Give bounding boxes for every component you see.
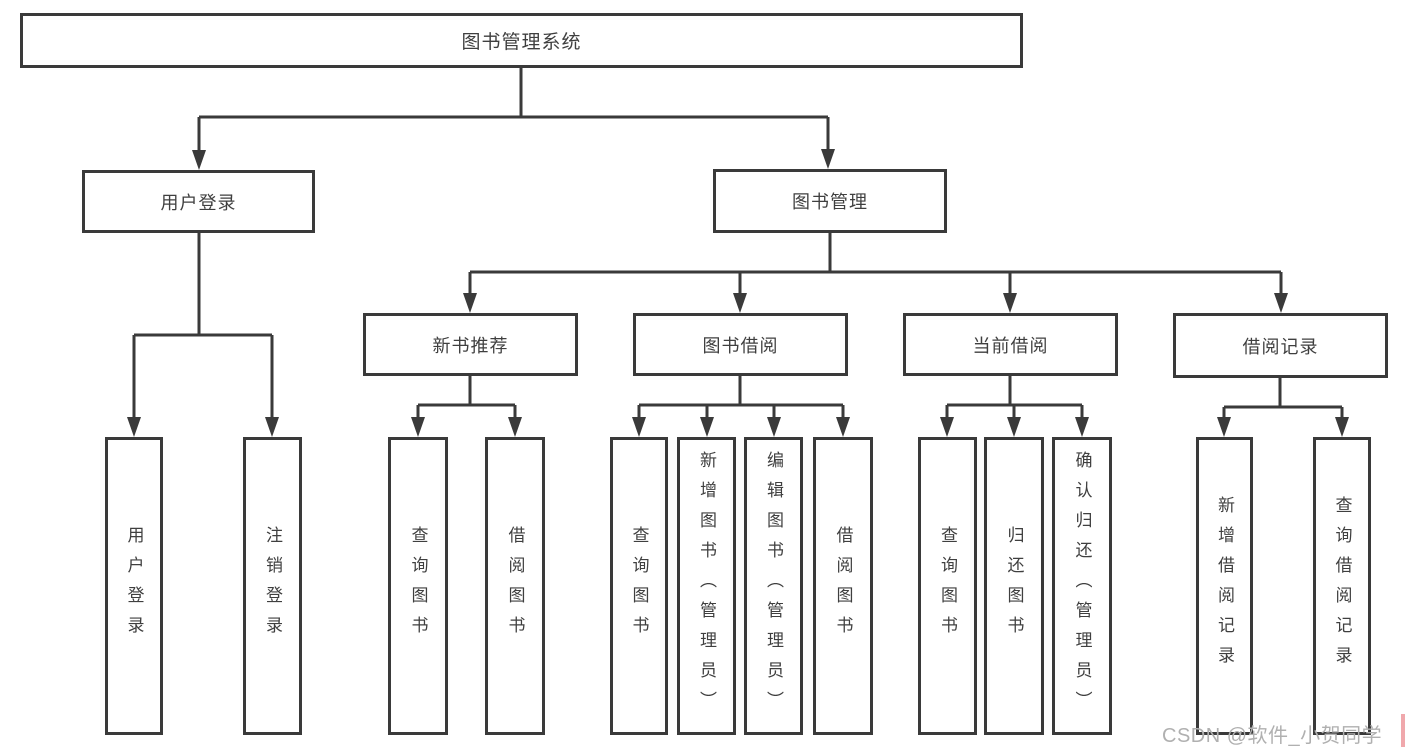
- leaf-add-borrow-record-box: 新增借阅记录: [1196, 437, 1253, 735]
- leaf-query-book-label-3: 查询图书: [938, 526, 957, 646]
- leaf-add-book-admin-label: 新增图书（管理员）: [697, 451, 716, 721]
- borrow-record-label: 借阅记录: [1242, 336, 1319, 357]
- leaf-logout-label: 注销登录: [263, 526, 282, 646]
- leaf-add-borrow-record-label: 新增借阅记录: [1215, 496, 1234, 676]
- leaf-borrow-book-label-2: 借阅图书: [833, 526, 853, 646]
- leaf-add-book-admin-box: 新增图书（管理员）: [677, 437, 736, 735]
- book-management-label: 图书管理: [792, 192, 868, 212]
- leaf-borrow-book-box-1: 借阅图书: [485, 437, 545, 735]
- leaf-user-login-box: 用户登录: [105, 437, 163, 735]
- system-root-box: 图书管理系统: [20, 13, 1023, 68]
- borrow-record-box: 借阅记录: [1173, 313, 1388, 378]
- leaf-query-book-label-1: 查询图书: [408, 526, 428, 646]
- leaf-query-borrow-record-label: 查询借阅记录: [1332, 496, 1352, 676]
- new-book-recommend-label: 新书推荐: [432, 335, 509, 356]
- leaf-user-login-label: 用户登录: [124, 526, 144, 646]
- current-borrow-box: 当前借阅: [903, 313, 1118, 376]
- leaf-query-book-label-2: 查询图书: [629, 526, 649, 646]
- current-borrow-label: 当前借阅: [972, 335, 1049, 356]
- new-book-recommend-box: 新书推荐: [363, 313, 578, 376]
- leaf-query-book-box-3: 查询图书: [918, 437, 977, 735]
- leaf-edit-book-admin-box: 编辑图书（管理员）: [744, 437, 803, 735]
- book-management-box: 图书管理: [713, 169, 947, 233]
- book-borrow-box: 图书借阅: [633, 313, 848, 376]
- leaf-borrow-book-label-1: 借阅图书: [505, 526, 525, 646]
- leaf-query-borrow-record-box: 查询借阅记录: [1313, 437, 1371, 735]
- right-edge-strip: [1401, 714, 1405, 747]
- book-borrow-label: 图书借阅: [702, 335, 779, 356]
- csdn-watermark: CSDN @软件_小贺同学: [1162, 725, 1383, 747]
- leaf-confirm-return-admin-box: 确认归还（管理员）: [1052, 437, 1112, 735]
- leaf-return-book-box: 归还图书: [984, 437, 1044, 735]
- leaf-logout-box: 注销登录: [243, 437, 302, 735]
- user-login-box: 用户登录: [82, 170, 315, 233]
- system-root-label: 图书管理系统: [461, 32, 582, 53]
- leaf-confirm-return-admin-label: 确认归还（管理员）: [1072, 451, 1092, 721]
- leaf-edit-book-admin-label: 编辑图书（管理员）: [764, 451, 783, 721]
- leaf-borrow-book-box-2: 借阅图书: [813, 437, 873, 735]
- user-login-label: 用户登录: [160, 192, 237, 213]
- leaf-query-book-box-1: 查询图书: [388, 437, 448, 735]
- leaf-query-book-box-2: 查询图书: [610, 437, 668, 735]
- leaf-return-book-label: 归还图书: [1004, 526, 1024, 646]
